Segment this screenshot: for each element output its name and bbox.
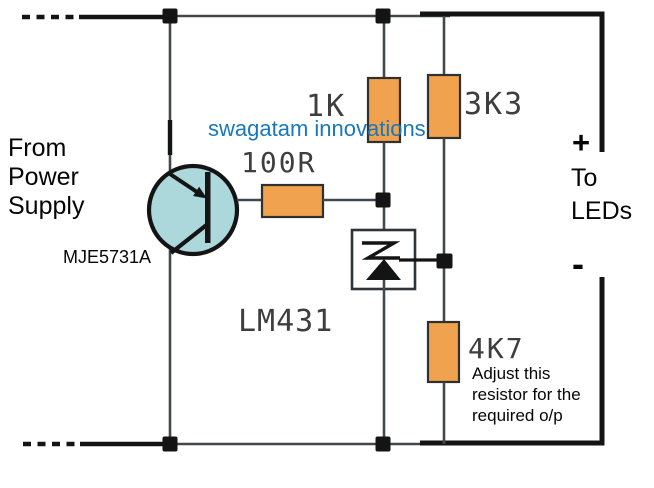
node-base-feed — [375, 192, 391, 208]
label-resistor-1k: 1K — [306, 89, 347, 124]
top-rail — [22, 14, 450, 20]
resistor-3k3-body — [426, 73, 462, 140]
output-negative-wire — [420, 277, 605, 446]
node-top-left — [162, 8, 178, 24]
label-regulator-part: LM431 — [238, 304, 334, 339]
node-bottom-left — [162, 436, 178, 452]
lm431-symbol — [350, 228, 440, 444]
resistor-4k7-body — [426, 320, 461, 384]
transistor-collector-line — [169, 221, 211, 255]
adjust-note-text: Adjust this resistor for the required o/… — [472, 364, 581, 425]
base-drive — [237, 183, 380, 219]
transistor-symbol — [146, 163, 240, 257]
output-positive-wire — [420, 11, 605, 152]
label-resistor-3k3: 3K3 — [464, 87, 525, 122]
junction-nodes — [162, 8, 453, 452]
node-ref-divider — [436, 253, 453, 269]
watermark-text: swagatam innovations — [208, 116, 426, 141]
node-top-mid — [375, 8, 391, 24]
lm431-cathode-bar — [361, 241, 401, 260]
divider-branch — [426, 16, 462, 444]
label-transistor-part: MJE5731A — [63, 247, 152, 267]
resistor-100r-body — [260, 183, 325, 219]
label-to-leds: To LEDs — [571, 164, 633, 225]
lm431-anode-triangle — [366, 259, 401, 280]
transistor-body — [146, 163, 240, 257]
output-minus-sign: - — [572, 243, 584, 284]
resistor-1k-body — [366, 76, 402, 144]
label-from-power-supply: From Power Supply — [8, 134, 85, 220]
node-bottom-mid — [375, 436, 391, 452]
label-resistor-100r: 100R — [241, 146, 317, 179]
label-resistor-4k7: 4K7 — [468, 332, 525, 365]
transistor-emitter-arrow — [193, 186, 207, 199]
output-plus-sign: + — [572, 125, 591, 160]
transistor-base-bar — [205, 172, 211, 243]
